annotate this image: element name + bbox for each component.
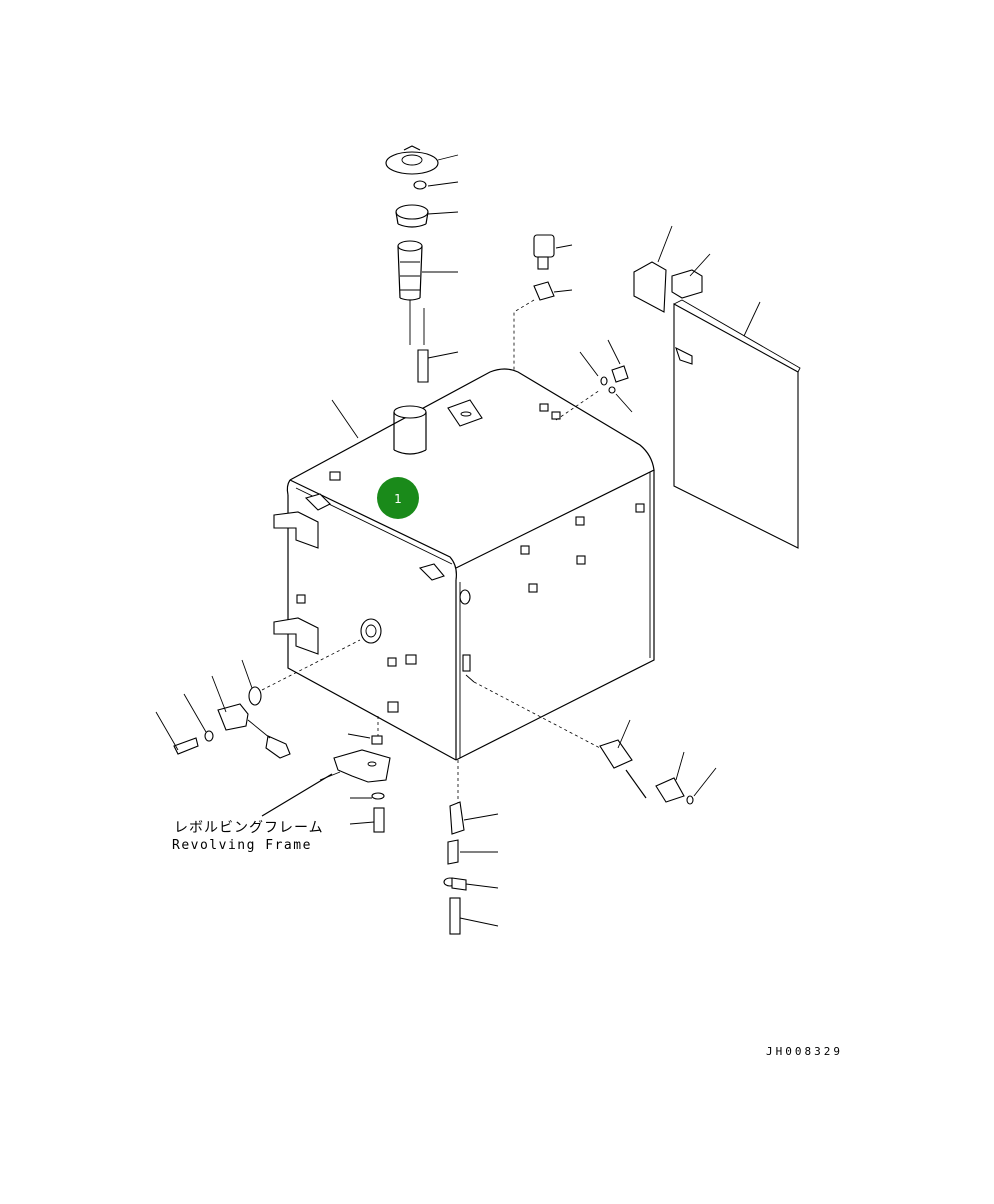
cover-plate <box>633 225 801 549</box>
callout-hotspot-1[interactable]: 1 <box>377 477 419 519</box>
frame-label-jp: レボルビングフレーム <box>174 820 324 836</box>
right-valve-assembly <box>473 681 717 805</box>
left-drain-assembly <box>155 639 361 759</box>
breather-assembly <box>513 234 573 372</box>
callout-hotspot-1-label: 1 <box>394 492 402 506</box>
level-fitting-assembly <box>555 339 633 421</box>
hydraulic-tank <box>273 368 655 761</box>
drain-valve-assembly <box>443 760 499 935</box>
filler-cap-assembly <box>331 145 459 439</box>
frame-label-en: Revolving Frame <box>172 838 312 853</box>
drawing-code: JH008329 <box>766 1045 843 1058</box>
mount-bracket <box>261 716 391 833</box>
